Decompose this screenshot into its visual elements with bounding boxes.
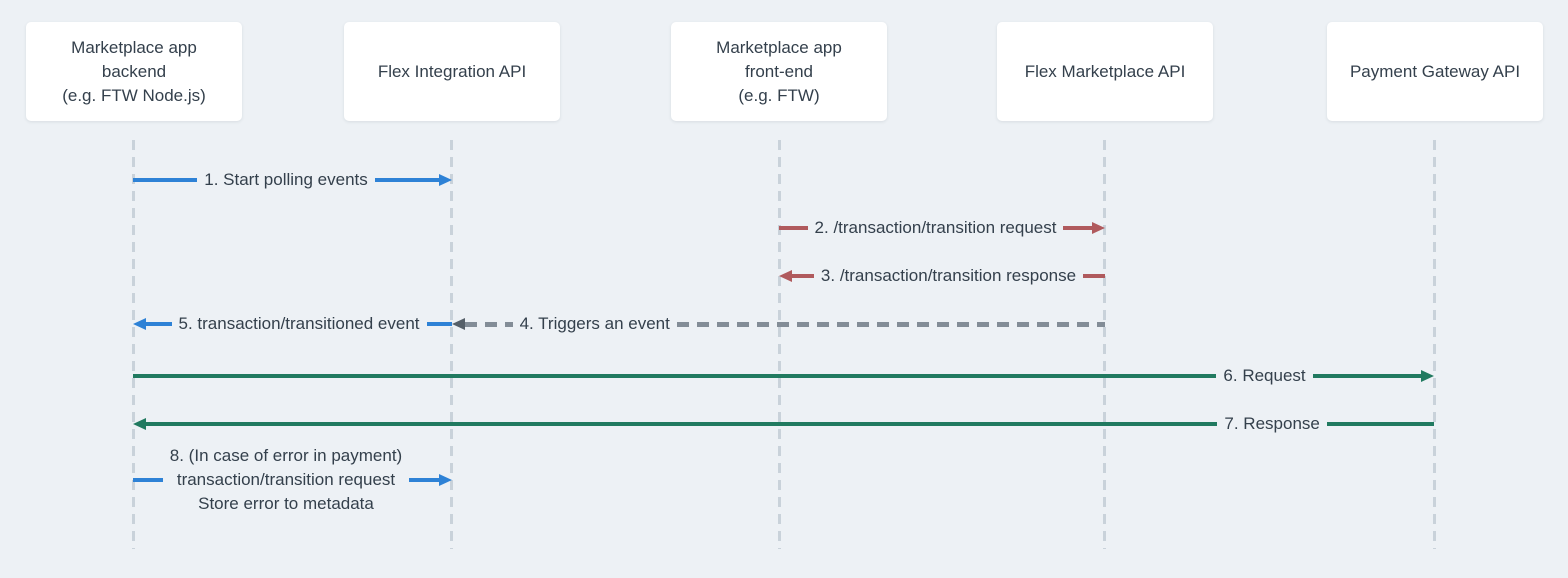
message-line-segment (779, 226, 808, 230)
arrowhead-right-icon (439, 474, 452, 486)
message-7: 7. Response (133, 412, 1434, 436)
message-line-segment (133, 178, 198, 182)
arrowhead-left-icon (452, 318, 465, 330)
message-label: 1. Start polling events (204, 170, 368, 189)
message-6: 6. Request (133, 364, 1434, 388)
lifeline-backend (132, 140, 135, 549)
message-label: 2. /transaction/transition request (814, 218, 1057, 237)
message-line-segment (1326, 422, 1434, 426)
lifeline-marketplace-api (1103, 140, 1106, 549)
message-line-segment (146, 422, 1218, 426)
message-8: 8. (In case of error in payment) transac… (133, 444, 452, 516)
message-line-segment (465, 321, 513, 327)
message-line-segment (676, 321, 1105, 327)
participant-box-integration-api: Flex Integration API (344, 22, 560, 121)
arrowhead-right-icon (439, 174, 453, 186)
lifeline-integration-api (450, 140, 453, 549)
arrowhead-right-icon (1092, 222, 1106, 234)
participant-box-backend: Marketplace app backend (e.g. FTW Node.j… (26, 22, 242, 121)
participant-box-marketplace-api: Flex Marketplace API (997, 22, 1213, 121)
message-label: 6. Request (1223, 366, 1306, 385)
message-2: 2. /transaction/transition request (779, 216, 1106, 240)
message-label: 4. Triggers an event (519, 314, 670, 333)
participant-box-frontend: Marketplace app front-end (e.g. FTW) (671, 22, 887, 121)
arrowhead-left-icon (779, 270, 792, 282)
message-line-segment (1063, 226, 1093, 230)
message-line-segment (1083, 274, 1105, 278)
message-label: 8. (In case of error in payment) transac… (169, 446, 403, 513)
arrowhead-right-icon (1421, 370, 1434, 382)
arrowhead-left-icon (133, 418, 146, 430)
message-1: 1. Start polling events (133, 168, 453, 192)
message-line-segment (133, 374, 1217, 378)
message-4: 4. Triggers an event (452, 312, 1105, 336)
lifeline-payment-gateway (1433, 140, 1436, 549)
message-line-segment (1312, 374, 1421, 378)
message-5: 5. transaction/transitioned event (133, 312, 453, 336)
message-label: 5. transaction/transitioned event (178, 314, 420, 333)
participant-box-payment-gateway: Payment Gateway API (1327, 22, 1543, 121)
lifeline-frontend (778, 140, 781, 549)
message-line-segment (146, 322, 172, 326)
message-line-segment (792, 274, 814, 278)
message-line-segment (426, 322, 453, 326)
message-line-segment (409, 478, 439, 482)
message-label: 3. /transaction/transition response (820, 266, 1077, 285)
message-label: 7. Response (1224, 414, 1320, 433)
arrowhead-left-icon (133, 318, 146, 330)
message-3: 3. /transaction/transition response (779, 264, 1105, 288)
message-line-segment (133, 478, 163, 482)
message-line-segment (374, 178, 440, 182)
